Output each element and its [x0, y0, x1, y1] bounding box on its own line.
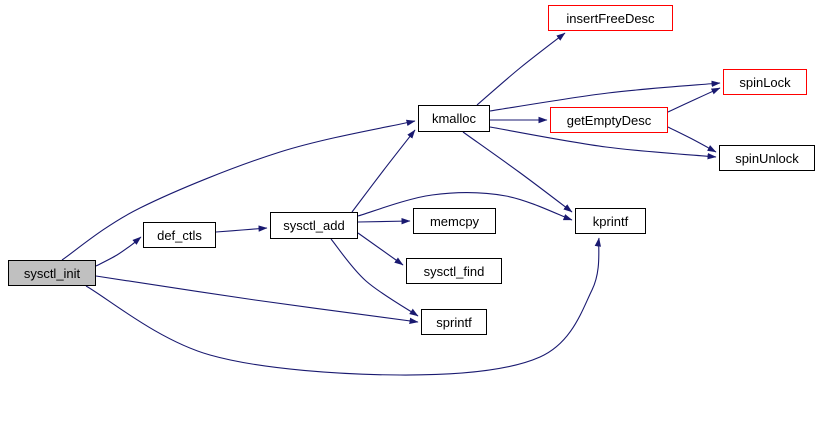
edge-group	[61, 32, 721, 376]
edge-sysctl_add-to-sprintf	[330, 238, 419, 317]
edge-sysctl_init-to-sprintf	[95, 275, 419, 325]
edge-getEmptyDesc-to-spinUnlock	[667, 126, 717, 153]
node-getEmptyDesc[interactable]: getEmptyDesc	[550, 107, 668, 133]
edge-kmalloc-to-spinLock	[489, 80, 721, 112]
node-spinLock[interactable]: spinLock	[723, 69, 807, 95]
node-sysctl_find[interactable]: sysctl_find	[406, 258, 502, 284]
node-kmalloc[interactable]: kmalloc	[418, 105, 490, 132]
edge-getEmptyDesc-to-spinLock	[667, 87, 721, 113]
node-sysctl_init: sysctl_init	[8, 260, 96, 286]
edge-sysctl_add-to-kmalloc	[351, 129, 416, 213]
edge-def_ctls-to-sysctl_add	[215, 225, 268, 233]
edge-sysctl_add-to-sysctl_find	[357, 232, 404, 266]
node-memcpy[interactable]: memcpy	[413, 208, 496, 234]
node-def_ctls[interactable]: def_ctls	[143, 222, 216, 248]
node-kprintf[interactable]: kprintf	[575, 208, 646, 234]
edge-sysctl_init-to-kprintf	[85, 237, 602, 376]
node-sprintf[interactable]: sprintf	[421, 309, 487, 335]
edge-sysctl_add-to-memcpy	[357, 217, 411, 225]
edge-kmalloc-to-spinUnlock	[489, 126, 717, 160]
edge-kmalloc-to-insertFreeDesc	[476, 32, 566, 106]
edge-sysctl_init-to-def_ctls	[95, 236, 142, 267]
edge-sysctl_add-to-kprintf	[357, 192, 573, 221]
node-sysctl_add[interactable]: sysctl_add	[270, 212, 358, 239]
node-spinUnlock[interactable]: spinUnlock	[719, 145, 815, 171]
edge-sysctl_init-to-kmalloc	[61, 119, 416, 261]
edge-kmalloc-to-kprintf	[462, 131, 573, 213]
node-insertFreeDesc[interactable]: insertFreeDesc	[548, 5, 673, 31]
